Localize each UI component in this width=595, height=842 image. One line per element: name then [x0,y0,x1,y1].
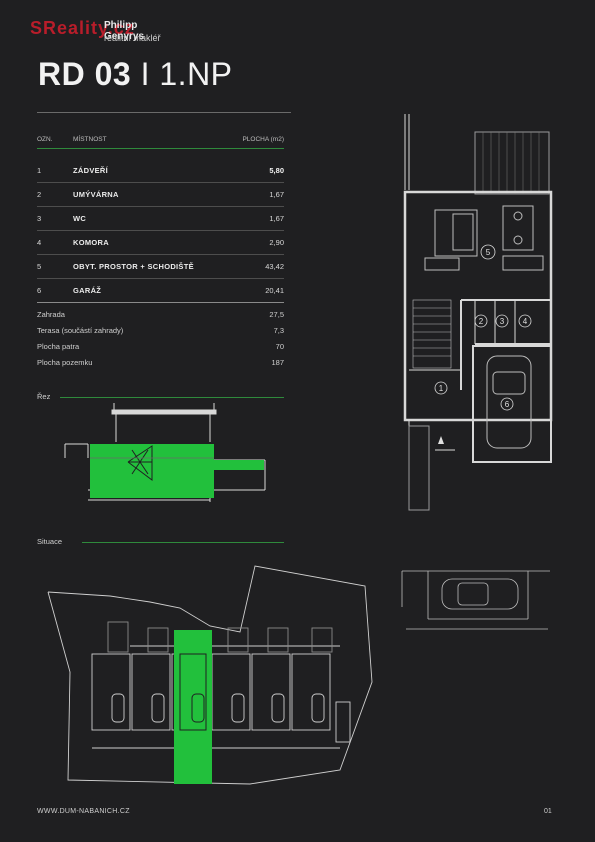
table-row: 1 ZÁDVEŘÍ 5,80 [37,159,284,183]
agency-logo: SReality.cz Philipp Genyrys realitní mak… [30,18,180,46]
extra-label: Plocha patra [37,342,80,351]
row-number: 2 [37,190,42,199]
footer-website[interactable]: WWW.DUM-NABANICH.CZ [37,808,130,815]
agent-role: realitní makléř [104,33,161,43]
plan-label-2: 2 [479,317,484,326]
table-row: 3 WC 1,67 [37,207,284,231]
section-label-rez: Řez [37,392,51,401]
title-floor: 1.NP [159,56,233,92]
row-divider [37,206,284,207]
table-row: 2 UMÝVÁRNA 1,67 [37,183,284,207]
row-area: 43,42 [265,262,284,271]
site-plan [47,565,373,785]
row-room-name: GARÁŽ [73,286,102,295]
extra-label: Terasa (součástí zahrady) [37,326,124,335]
extra-value: 70 [275,342,284,351]
section-drawing [64,403,266,502]
row-area: 1,67 [269,214,284,223]
row-divider [37,182,284,183]
row-divider [37,254,284,255]
rooms-table: OZN. MÍSTNOST PLOCHA (m2) 1 ZÁDVEŘÍ 5,80… [37,136,284,376]
table-row: 6 GARÁŽ 20,41 [37,279,284,303]
extra-value: 187 [271,358,284,367]
plan-label-5: 5 [486,248,491,257]
section-label-situace: Situace [37,537,63,546]
plan-label-6: 6 [505,400,510,409]
row-divider [37,302,284,303]
plan-label-4: 4 [523,317,528,326]
table-row: 4 KOMORA 2,90 [37,231,284,255]
extra-row: Plocha patra 70 [37,342,284,358]
row-area: 20,41 [265,286,284,295]
row-room-name: WC [73,214,87,223]
page-title: RD 03 I 1.NP [38,56,233,93]
table-row: 5 OBYT. PROSTOR + SCHODIŠTĚ 43,42 [37,255,284,279]
row-divider [37,230,284,231]
extra-value: 27,5 [269,310,284,319]
extra-row: Terasa (součástí zahrady) 7,3 [37,326,284,342]
row-room-name: KOMORA [73,238,109,247]
extra-row: Zahrada 27,5 [37,310,284,326]
extra-label: Zahrada [37,310,65,319]
col-header-mistnost: MÍSTNOST [73,136,107,143]
parking-detail [401,570,550,630]
watermark-text: SReality.cz [30,18,135,38]
title-divider [37,112,291,113]
row-number: 4 [37,238,42,247]
entrance-arrow-icon [438,436,444,444]
extra-label: Plocha pozemku [37,358,93,367]
table-header-line [37,148,284,149]
section-line-rez [60,397,284,398]
section-line-situace [82,542,284,543]
row-room-name: OBYT. PROSTOR + SCHODIŠTĚ [73,262,194,271]
title-house: RD 03 [38,56,132,92]
row-number: 5 [37,262,42,271]
agent-name: Philipp Genyrys [104,20,145,42]
row-room-name: UMÝVÁRNA [73,190,119,199]
col-header-plocha: PLOCHA (m2) [242,136,284,143]
row-area: 5,80 [269,166,284,175]
title-separator: I [140,56,150,92]
plan-label-1: 1 [439,384,444,393]
plan-label-3: 3 [500,317,505,326]
col-header-ozn: OZN. [37,136,53,143]
extra-value: 7,3 [273,326,284,335]
row-divider [37,278,284,279]
row-area: 2,90 [269,238,284,247]
row-number: 1 [37,166,42,175]
row-number: 6 [37,286,42,295]
floor-plan: 5 2 3 4 1 6 [403,114,553,511]
extra-row: Plocha pozemku 187 [37,358,284,374]
row-area: 1,67 [269,190,284,199]
row-room-name: ZÁDVEŘÍ [73,166,109,175]
page-number: 01 [544,808,552,815]
row-number: 3 [37,214,42,223]
